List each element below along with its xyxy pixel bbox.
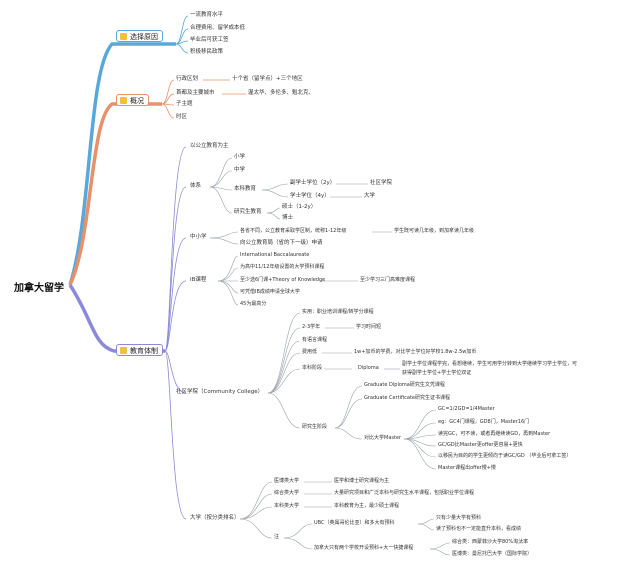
node[interactable]: 学生既可读几年级，到加拿读几年级 <box>394 228 475 234</box>
node[interactable]: 首都及主要城市 <box>176 90 215 96</box>
branch-education-label: 教育体制 <box>130 347 158 355</box>
node[interactable]: 一流教育水平 <box>190 12 224 18</box>
node[interactable]: 本科教育 <box>234 186 257 192</box>
branch-overview[interactable]: 概况 <box>116 94 149 106</box>
node[interactable]: 至少学习三门高难度课程 <box>360 277 416 283</box>
node[interactable]: IB课程 <box>190 277 207 283</box>
node[interactable]: 大量研究项目和广泛本科与研究生水平课程，包括职业学位课程 <box>334 490 475 496</box>
node[interactable]: 学士学位（4y） <box>290 193 330 199</box>
node[interactable]: GC=1/2GD=1/4Master <box>438 406 495 412</box>
node[interactable]: 费用低 <box>302 349 318 355</box>
node[interactable]: 中学 <box>234 167 246 173</box>
node[interactable]: 副学士学位（2y） <box>290 180 336 186</box>
node[interactable]: 医博类大学 <box>274 478 300 484</box>
node[interactable]: Graduate Diploma研究生文凭课程 <box>364 382 445 388</box>
node[interactable]: 本科教育为主，最少硕士课程 <box>334 503 400 509</box>
branch-education[interactable]: 教育体制 <box>116 344 163 356</box>
node[interactable]: 2-3学年 <box>302 324 321 330</box>
node[interactable]: 副学士学位课程学完，看想继续，学生可用学分转到大学继续学习学士学位，可 <box>402 361 578 367</box>
node[interactable]: 医博类：曼尼托巴大学（国际学院） <box>452 551 533 557</box>
node[interactable]: 中小学 <box>190 234 207 240</box>
node[interactable]: 十个省（留学点）+三个地区 <box>232 76 303 82</box>
node[interactable]: 以公立教育为主 <box>190 143 229 149</box>
education-connectors <box>164 146 187 520</box>
branch-reasons-label: 选择原因 <box>130 33 158 41</box>
node[interactable]: 各省不同，公立教育采取学区制，统称1-12年级 <box>240 228 347 234</box>
node[interactable]: 体系 <box>190 183 202 189</box>
node[interactable]: 社区学院（Community College） <box>176 389 264 395</box>
node[interactable]: 至少选6门课+Theory of Knowledge <box>240 277 326 283</box>
node[interactable]: UBC（英属哥伦比亚）和多大有预科 <box>314 520 395 526</box>
node[interactable]: 实用：职业培训课程/转学分课程 <box>302 309 374 315</box>
node[interactable]: 学习时间短 <box>356 324 382 330</box>
node[interactable]: 读完GC，可不读，或者再继续读GD，再到Master <box>438 431 551 437</box>
node[interactable]: 以移民为目的的学生更倾向于读GC/GD （毕业后可拿工签） <box>438 453 572 459</box>
node[interactable]: 可凭借IB成绩申请全球大学 <box>240 289 300 295</box>
node[interactable]: 加拿大只有两个学校开设预科+大一快捷课程 <box>314 545 414 551</box>
node[interactable]: 医学和博士研究课程为主 <box>334 478 390 484</box>
root-topic[interactable]: 加拿大留学 <box>14 283 64 294</box>
node[interactable]: 对比大学Master <box>364 435 402 441</box>
branch-overview-label: 概况 <box>130 97 144 105</box>
node[interactable]: 向公立教育局（省的下一级）申请 <box>240 240 323 246</box>
node[interactable]: 获得副学士学位+学士学位双证 <box>402 370 472 376</box>
node[interactable]: Graduate Certificate研究生证书课程 <box>364 395 450 401</box>
node[interactable]: 行政区划 <box>176 76 199 82</box>
branch-line-education <box>68 284 165 353</box>
node[interactable]: 研究生阶段 <box>302 424 328 430</box>
node[interactable]: 45为最高分 <box>240 301 267 307</box>
node[interactable]: 本科阶段 <box>302 365 323 371</box>
node[interactable]: Diploma <box>358 365 379 371</box>
node[interactable]: 注 <box>274 534 280 540</box>
node[interactable]: 小学 <box>234 154 246 160</box>
node[interactable]: International Baccalaureate <box>240 252 310 258</box>
node[interactable]: 社区学院 <box>370 180 393 186</box>
reasons-connectors <box>175 15 189 54</box>
node[interactable]: 博士 <box>282 215 294 221</box>
node[interactable]: 本科类大学 <box>274 503 300 509</box>
folder-icon <box>120 33 127 40</box>
node[interactable]: 读了预科也不一定能直升本科，看成绩 <box>436 526 522 532</box>
node[interactable]: 1w+加币的学费，对比学士学位好学校1.8w-2.5w加币 <box>354 349 477 355</box>
detail-connectors <box>209 157 451 556</box>
node[interactable]: 毕业后可获工签 <box>190 37 229 43</box>
node[interactable]: 大学 <box>364 193 376 199</box>
node[interactable]: 研究生教育 <box>234 209 262 215</box>
node[interactable]: 只有少量大学有预科 <box>436 515 482 521</box>
node[interactable]: 积极移民政策 <box>190 49 224 55</box>
node[interactable]: 硕士（1-2y） <box>282 204 317 210</box>
node[interactable]: eg：GC4门课程，GD8门，Master16门 <box>438 419 530 425</box>
node[interactable]: 综合类：西蒙菲沙大学80%淘汰率 <box>452 539 529 545</box>
overview-connectors <box>161 79 246 119</box>
folder-icon <box>120 347 127 354</box>
node[interactable]: 渥太华、多伦多、魁北克、 <box>248 90 315 96</box>
node[interactable]: 时区 <box>176 114 188 120</box>
node[interactable]: 子主题 <box>176 101 193 107</box>
node[interactable]: 有语言课程 <box>302 337 328 343</box>
branch-reasons[interactable]: 选择原因 <box>116 30 163 42</box>
node[interactable]: Master课程出offer慢+慢 <box>438 465 496 471</box>
folder-icon <box>120 97 127 104</box>
node[interactable]: 大学（按分类排名） <box>190 515 240 521</box>
node[interactable]: 合理费用、留学成本低 <box>190 25 246 31</box>
node[interactable]: GC/GD比Master更offer更容易+更快 <box>438 442 523 448</box>
branch-line-reasons <box>68 42 176 286</box>
node[interactable]: 为高中11/12年级设置的大学预科课程 <box>240 264 325 270</box>
node[interactable]: 综合类大学 <box>274 490 300 496</box>
branch-line-overview <box>68 102 162 286</box>
